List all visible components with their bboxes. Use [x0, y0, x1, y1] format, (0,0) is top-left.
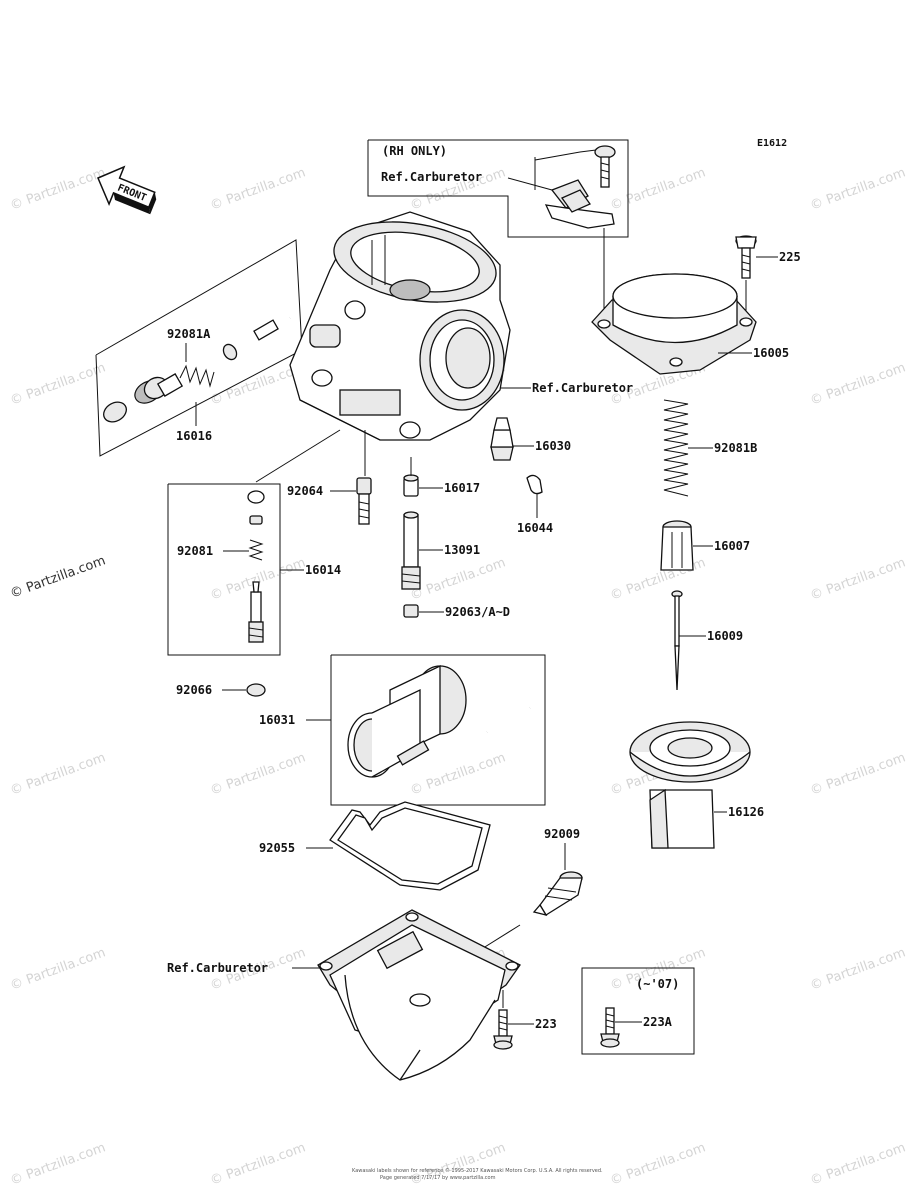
label-16017: 16017	[444, 481, 480, 495]
label-16126: 16126	[728, 805, 764, 819]
watermark: © Partzilla.com	[208, 165, 307, 213]
watermark: © Partzilla.com	[8, 1140, 107, 1188]
kit-07-box: (~'07) 223A	[581, 967, 695, 1055]
watermark: © Partzilla.com	[8, 750, 107, 798]
label-16014: 16014	[305, 563, 341, 577]
label-13091: 13091	[444, 543, 480, 557]
watermark: © Partzilla.com	[808, 165, 907, 213]
clip-16044-icon	[526, 474, 543, 495]
rh-screw-icon	[594, 145, 616, 188]
watermark-dark: © Partzilla.com	[8, 553, 107, 601]
label-225: 225	[779, 250, 801, 264]
label-16007: 16007	[714, 539, 750, 553]
carburetor-body-icon	[289, 211, 511, 441]
front-arrow-icon: FRONT	[97, 165, 157, 215]
float-bowl-icon	[317, 909, 521, 1081]
watermark: © Partzilla.com	[8, 360, 107, 408]
watermark: © Partzilla.com	[408, 555, 507, 603]
label-16005: 16005	[753, 346, 789, 360]
spring-92081a-icon	[179, 364, 215, 388]
watermark: © Partzilla.com	[208, 1140, 307, 1188]
label-92081B: 92081B	[714, 441, 757, 455]
watermark: © Partzilla.com	[608, 1140, 707, 1188]
kit-16014-box: 92081 16014	[167, 429, 341, 656]
watermark: © Partzilla.com	[408, 1140, 507, 1188]
jet-16017-icon	[403, 474, 419, 497]
watermark: © Partzilla.com	[808, 1140, 907, 1188]
watermark: © Partzilla.com	[808, 750, 907, 798]
label-92009: 92009	[544, 827, 580, 841]
float-valve-icon	[222, 316, 291, 361]
label-92066: 92066	[176, 683, 212, 697]
rh-only-title: (RH ONLY)	[382, 144, 447, 158]
needle-16009-icon	[671, 590, 683, 691]
label-223: 223	[535, 1017, 557, 1031]
label-16009: 16009	[707, 629, 743, 643]
footnote-line1: Kawasaki labels shown for reference © 19…	[352, 1167, 603, 1174]
plug-16016-icon	[103, 373, 184, 423]
screw-223a-icon	[600, 1007, 620, 1048]
watermark: © Partzilla.com	[8, 165, 107, 213]
screw-225-icon	[735, 235, 757, 279]
label-16044: 16044	[517, 521, 553, 535]
rh-only-ref: Ref.Carburetor	[381, 170, 482, 184]
screw-92009-icon	[532, 871, 583, 917]
spring-92081b-icon	[663, 399, 689, 497]
cap-92066-icon	[246, 683, 266, 697]
screw-223-icon	[493, 1009, 513, 1050]
cover-16005-icon	[591, 273, 757, 375]
label-ref-carb-mid: Ref.Carburetor	[532, 381, 633, 395]
kit-07-title: (~'07)	[636, 977, 679, 991]
label-92081A: 92081A	[167, 327, 211, 341]
gasket-92055-icon	[329, 801, 491, 891]
watermark: © Partzilla.com	[808, 555, 907, 603]
watermark: © Partzilla.com	[808, 360, 907, 408]
jet-92064-icon	[356, 477, 372, 525]
footnote-line2: Page generated 7/17/17 by www.partzilla.…	[380, 1175, 496, 1181]
label-92081: 92081	[177, 544, 213, 558]
label-16016: 16016	[176, 429, 212, 443]
rh-only-box: (RH ONLY) Ref.Carburetor	[367, 139, 629, 310]
label-223A: 223A	[643, 1015, 673, 1029]
label-16030: 16030	[535, 439, 571, 453]
main-jet-92063-icon	[403, 604, 419, 618]
watermark: © Partzilla.com	[808, 945, 907, 993]
label-ref-carb-bottom: Ref.Carburetor	[167, 961, 268, 975]
label-92064: 92064	[287, 484, 323, 498]
label-92055: 92055	[259, 841, 295, 855]
valve-16030-icon	[490, 417, 514, 461]
float-16031-icon	[347, 664, 531, 778]
watermark: © Partzilla.com	[408, 750, 507, 798]
watermark: © Partzilla.com	[608, 165, 707, 213]
label-16031: 16031	[259, 713, 295, 727]
label-92063: 92063/A~D	[445, 605, 510, 619]
float-16031-box: 16031	[259, 654, 546, 806]
watermark: © Partzilla.com	[208, 750, 307, 798]
needle-jet-13091-icon	[401, 511, 421, 590]
diaphragm-16126-icon	[629, 721, 751, 849]
holder-16007-icon	[660, 520, 694, 571]
watermark: © Partzilla.com	[8, 945, 107, 993]
kit-16016-box: 92081A 16016	[95, 239, 303, 457]
diagram-code: E1612	[757, 138, 787, 149]
rh-bracket-icon	[544, 179, 615, 229]
